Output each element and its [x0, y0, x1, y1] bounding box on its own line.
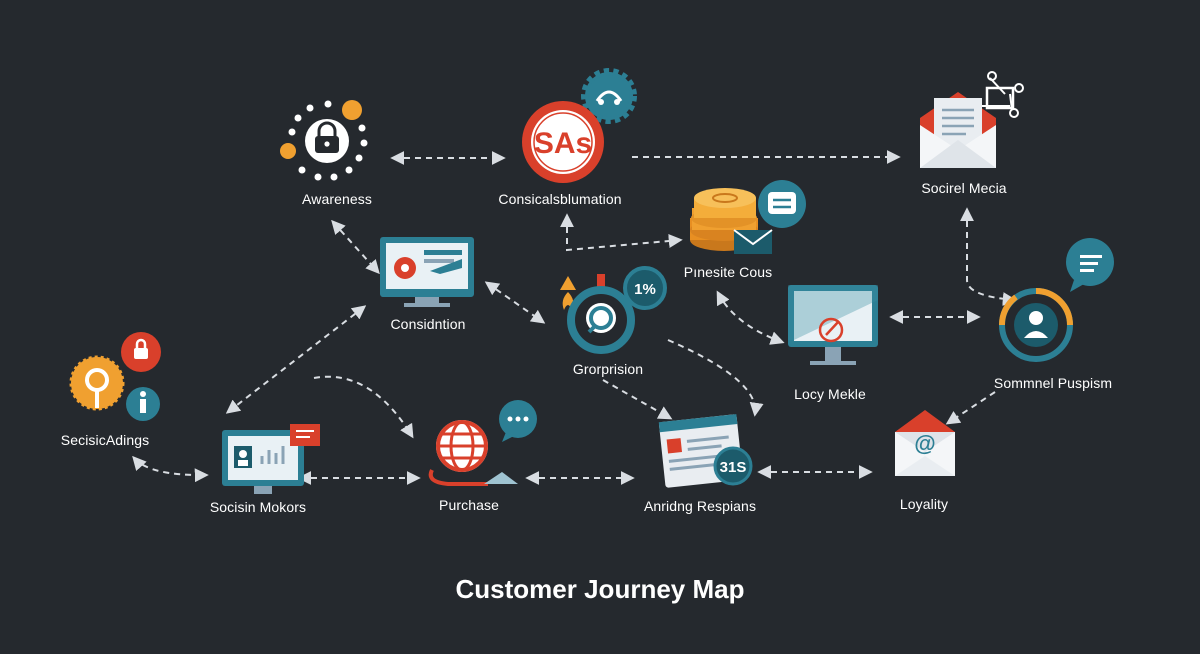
- node-considntion-label: Considntion: [390, 316, 466, 332]
- monitor-location-icon: [380, 237, 474, 307]
- sas-badge-icon: SAs: [522, 68, 637, 183]
- monitor-arrow-icon: [788, 285, 878, 365]
- node-secisic-label: SecisicAdings: [60, 432, 150, 448]
- connector-pinesite-locy: [716, 290, 785, 345]
- node-grorision-label: Grorprision: [572, 361, 644, 377]
- lock-icon: [280, 100, 368, 181]
- percentage-badge: 1%: [634, 281, 656, 298]
- sas-badge-text: SAs: [534, 127, 592, 160]
- anriding-badge: 31S: [720, 459, 747, 476]
- node-socisin-label: Socisin Mokors: [209, 499, 307, 515]
- connector-grorision-anriding-2: [667, 339, 764, 417]
- magnifier-icon: 1%: [560, 266, 667, 354]
- node-consicals-label: Consicalsblumation: [498, 191, 622, 207]
- connector-considntion-grorision: [484, 281, 546, 324]
- email-at-icon: @: [895, 410, 955, 476]
- node-loyalty-label: Loyality: [899, 496, 949, 512]
- diagram-title: Customer Journey Map: [455, 574, 745, 604]
- connector-awareness-considntion: [331, 219, 380, 275]
- node-awareness-label: Awareness: [302, 191, 372, 207]
- connectors: [132, 150, 1017, 485]
- connector-considntion-secisic: [225, 305, 367, 414]
- connector-socialmedia-sommel: [960, 207, 1017, 307]
- coin-stack-icon: [690, 180, 806, 254]
- user-ring-icon: [998, 238, 1114, 362]
- connector-sommel-loyalty: [945, 391, 996, 425]
- connector-consicals-pinesite: [560, 213, 683, 252]
- connector-grorision-anriding: [602, 379, 673, 420]
- node-purchase-label: Purchase: [439, 497, 499, 513]
- node-locy-label: Locy Mekle: [794, 386, 866, 402]
- globe-hand-icon: [428, 400, 537, 486]
- lightbulb-icon: [69, 332, 161, 421]
- connector-secisic-socialmon: [132, 455, 209, 483]
- envelope-document-icon: [920, 71, 1024, 168]
- at-symbol: @: [914, 431, 935, 456]
- node-social-media-label: Socirel Mecia: [921, 180, 1007, 196]
- browser-window-icon: 31S: [658, 414, 753, 488]
- node-anriding-label: Anridng Respians: [643, 498, 757, 514]
- monitor-user-icon: [222, 424, 320, 494]
- node-pinesite-label: Pınesite Cous: [683, 264, 773, 280]
- node-sommnel-label: Sommnel Puspism: [993, 375, 1113, 391]
- connector-considntion-purchase: [313, 375, 414, 439]
